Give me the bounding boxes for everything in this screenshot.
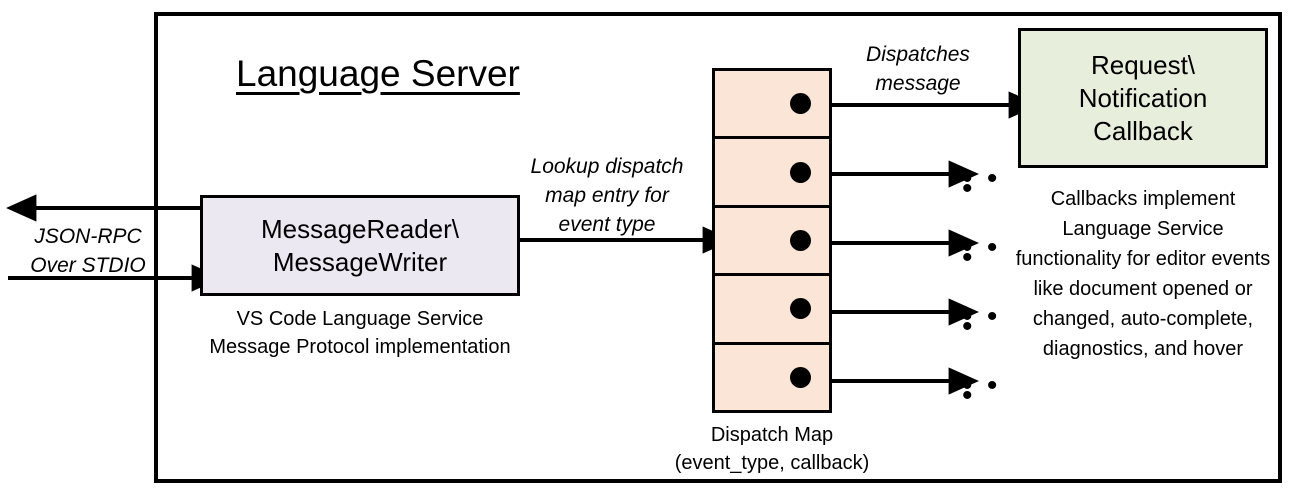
dispatch-map-table[interactable] — [712, 68, 832, 413]
table-row[interactable] — [715, 345, 829, 410]
language-server-boundary — [154, 12, 1282, 483]
filled-dot-icon — [790, 93, 811, 115]
filled-dot-icon — [790, 161, 811, 183]
callback-caption: Callbacks implement Language Service fun… — [1015, 188, 1271, 360]
edge-label-json-rpc: JSON-RPC Over STDIO — [30, 225, 146, 277]
message-reader-writer-caption: VS Code Language Service Message Protoco… — [209, 308, 511, 358]
table-row[interactable] — [715, 208, 829, 277]
edge-label-lookup: Lookup dispatch map entry for event type — [530, 155, 684, 236]
filled-dot-icon — [790, 230, 811, 252]
table-row[interactable] — [715, 276, 829, 345]
table-row[interactable] — [715, 139, 829, 208]
message-reader-writer-box[interactable]: MessageReader\ MessageWriter — [200, 195, 520, 296]
request-notification-callback-box[interactable]: Request\ Notification Callback — [1018, 28, 1268, 168]
page-title: Language Server — [236, 53, 520, 94]
edge-label-dispatches-message: Dispatches message — [866, 43, 970, 95]
ellipsis-mark: • • • — [962, 300, 1001, 343]
filled-dot-icon — [790, 298, 811, 320]
dispatch-map-caption: Dispatch Map (event_type, callback) — [674, 424, 870, 474]
ellipsis-mark: • • • — [962, 231, 1001, 274]
ellipsis-mark: • • • — [962, 369, 1001, 412]
ellipsis-mark: • • • — [962, 162, 1001, 205]
table-row[interactable] — [715, 71, 829, 140]
filled-dot-icon — [790, 366, 811, 388]
